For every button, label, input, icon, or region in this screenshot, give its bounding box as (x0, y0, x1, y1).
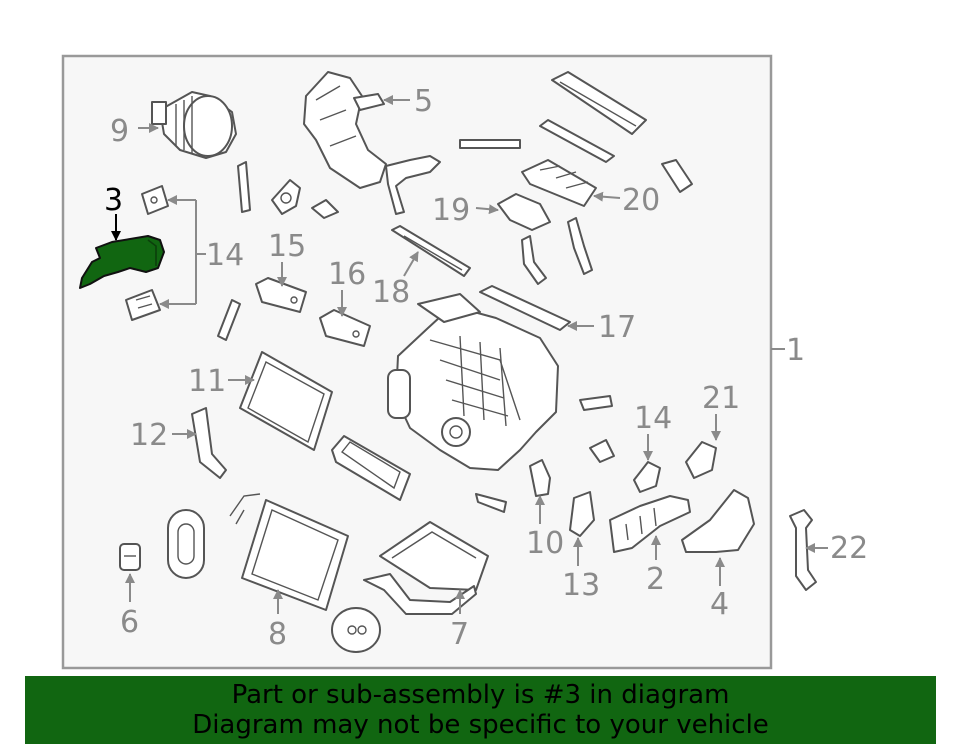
leader-14-bracket (195, 200, 206, 304)
callout-15: 15 (268, 229, 306, 264)
part-round-pulley (331, 607, 381, 653)
info-banner: Part or sub-assembly is #3 in diagram Di… (25, 676, 936, 744)
callout-21: 21 (702, 381, 740, 416)
part-long-filter-strip (551, 71, 647, 135)
callout-3: 3 (104, 183, 123, 218)
callout-4: 4 (710, 587, 729, 622)
part-10-sensor[interactable] (529, 459, 551, 497)
part-14-actuator-right[interactable] (633, 461, 661, 493)
part-vertical-bracket (237, 161, 251, 213)
leader-20 (593, 191, 621, 202)
part-21-actuator[interactable] (685, 441, 717, 479)
part-14-actuator-top[interactable] (141, 185, 169, 215)
part-12-bracket[interactable] (191, 407, 227, 479)
part-9-blower-motor[interactable] (151, 91, 237, 159)
leader-19 (475, 204, 499, 215)
part-clip-small (311, 199, 339, 219)
leader-18 (403, 251, 419, 277)
part-strip-thin (459, 139, 521, 149)
part-4-duct[interactable] (681, 489, 755, 553)
part-small-clip-c (475, 493, 507, 513)
part-small-clip-a (579, 395, 613, 411)
part-2-duct[interactable] (609, 495, 691, 553)
callout-14-left: 14 (206, 238, 244, 273)
part-small-grille (661, 159, 693, 193)
callout-14-right: 14 (634, 401, 672, 436)
main-hvac-case[interactable] (387, 293, 559, 471)
part-5-duct-housing[interactable] (303, 71, 441, 215)
part-11-filter[interactable] (239, 351, 333, 451)
callout-11: 11 (188, 364, 226, 399)
callout-1: 1 (786, 333, 805, 368)
part-capsule (167, 509, 205, 579)
part-16-bracket[interactable] (319, 309, 371, 347)
callout-19: 19 (432, 193, 470, 228)
part-19-bracket[interactable] (497, 193, 551, 231)
callout-20: 20 (622, 183, 660, 218)
callout-8: 8 (268, 617, 287, 652)
callout-2: 2 (646, 562, 665, 597)
part-18-rail[interactable] (391, 225, 471, 277)
part-22-hose[interactable] (789, 509, 817, 591)
callout-9: 9 (110, 114, 129, 149)
callout-17: 17 (598, 310, 636, 345)
part-15-bracket[interactable] (255, 277, 307, 313)
part-curved-duct-a (521, 235, 547, 285)
banner-line-2: Diagram may not be specific to your vehi… (192, 710, 769, 740)
callout-6: 6 (120, 605, 139, 640)
callout-13: 13 (562, 568, 600, 603)
part-flap-small (271, 179, 301, 215)
callout-10: 10 (526, 526, 564, 561)
callout-22: 22 (830, 531, 868, 566)
part-20-vent-door[interactable] (521, 159, 597, 207)
callout-7: 7 (450, 617, 469, 652)
part-gasket (331, 435, 411, 501)
part-8-evaporator[interactable] (229, 493, 349, 611)
part-curved-duct-b (567, 217, 593, 275)
part-curved-trim (217, 299, 241, 341)
banner-line-1: Part or sub-assembly is #3 in diagram (231, 680, 730, 710)
part-small-clip-b (589, 439, 615, 463)
callout-12: 12 (130, 418, 168, 453)
part-14-actuator-bottom[interactable] (125, 289, 161, 321)
part-7-heater-core[interactable] (363, 521, 489, 615)
part-6-sensor[interactable] (119, 543, 141, 571)
callout-18: 18 (372, 275, 410, 310)
part-3-highlighted[interactable] (79, 235, 165, 289)
part-13-bracket[interactable] (569, 491, 595, 537)
callout-5: 5 (414, 84, 433, 119)
callout-16: 16 (328, 257, 366, 292)
part-strip-medium (539, 119, 615, 163)
